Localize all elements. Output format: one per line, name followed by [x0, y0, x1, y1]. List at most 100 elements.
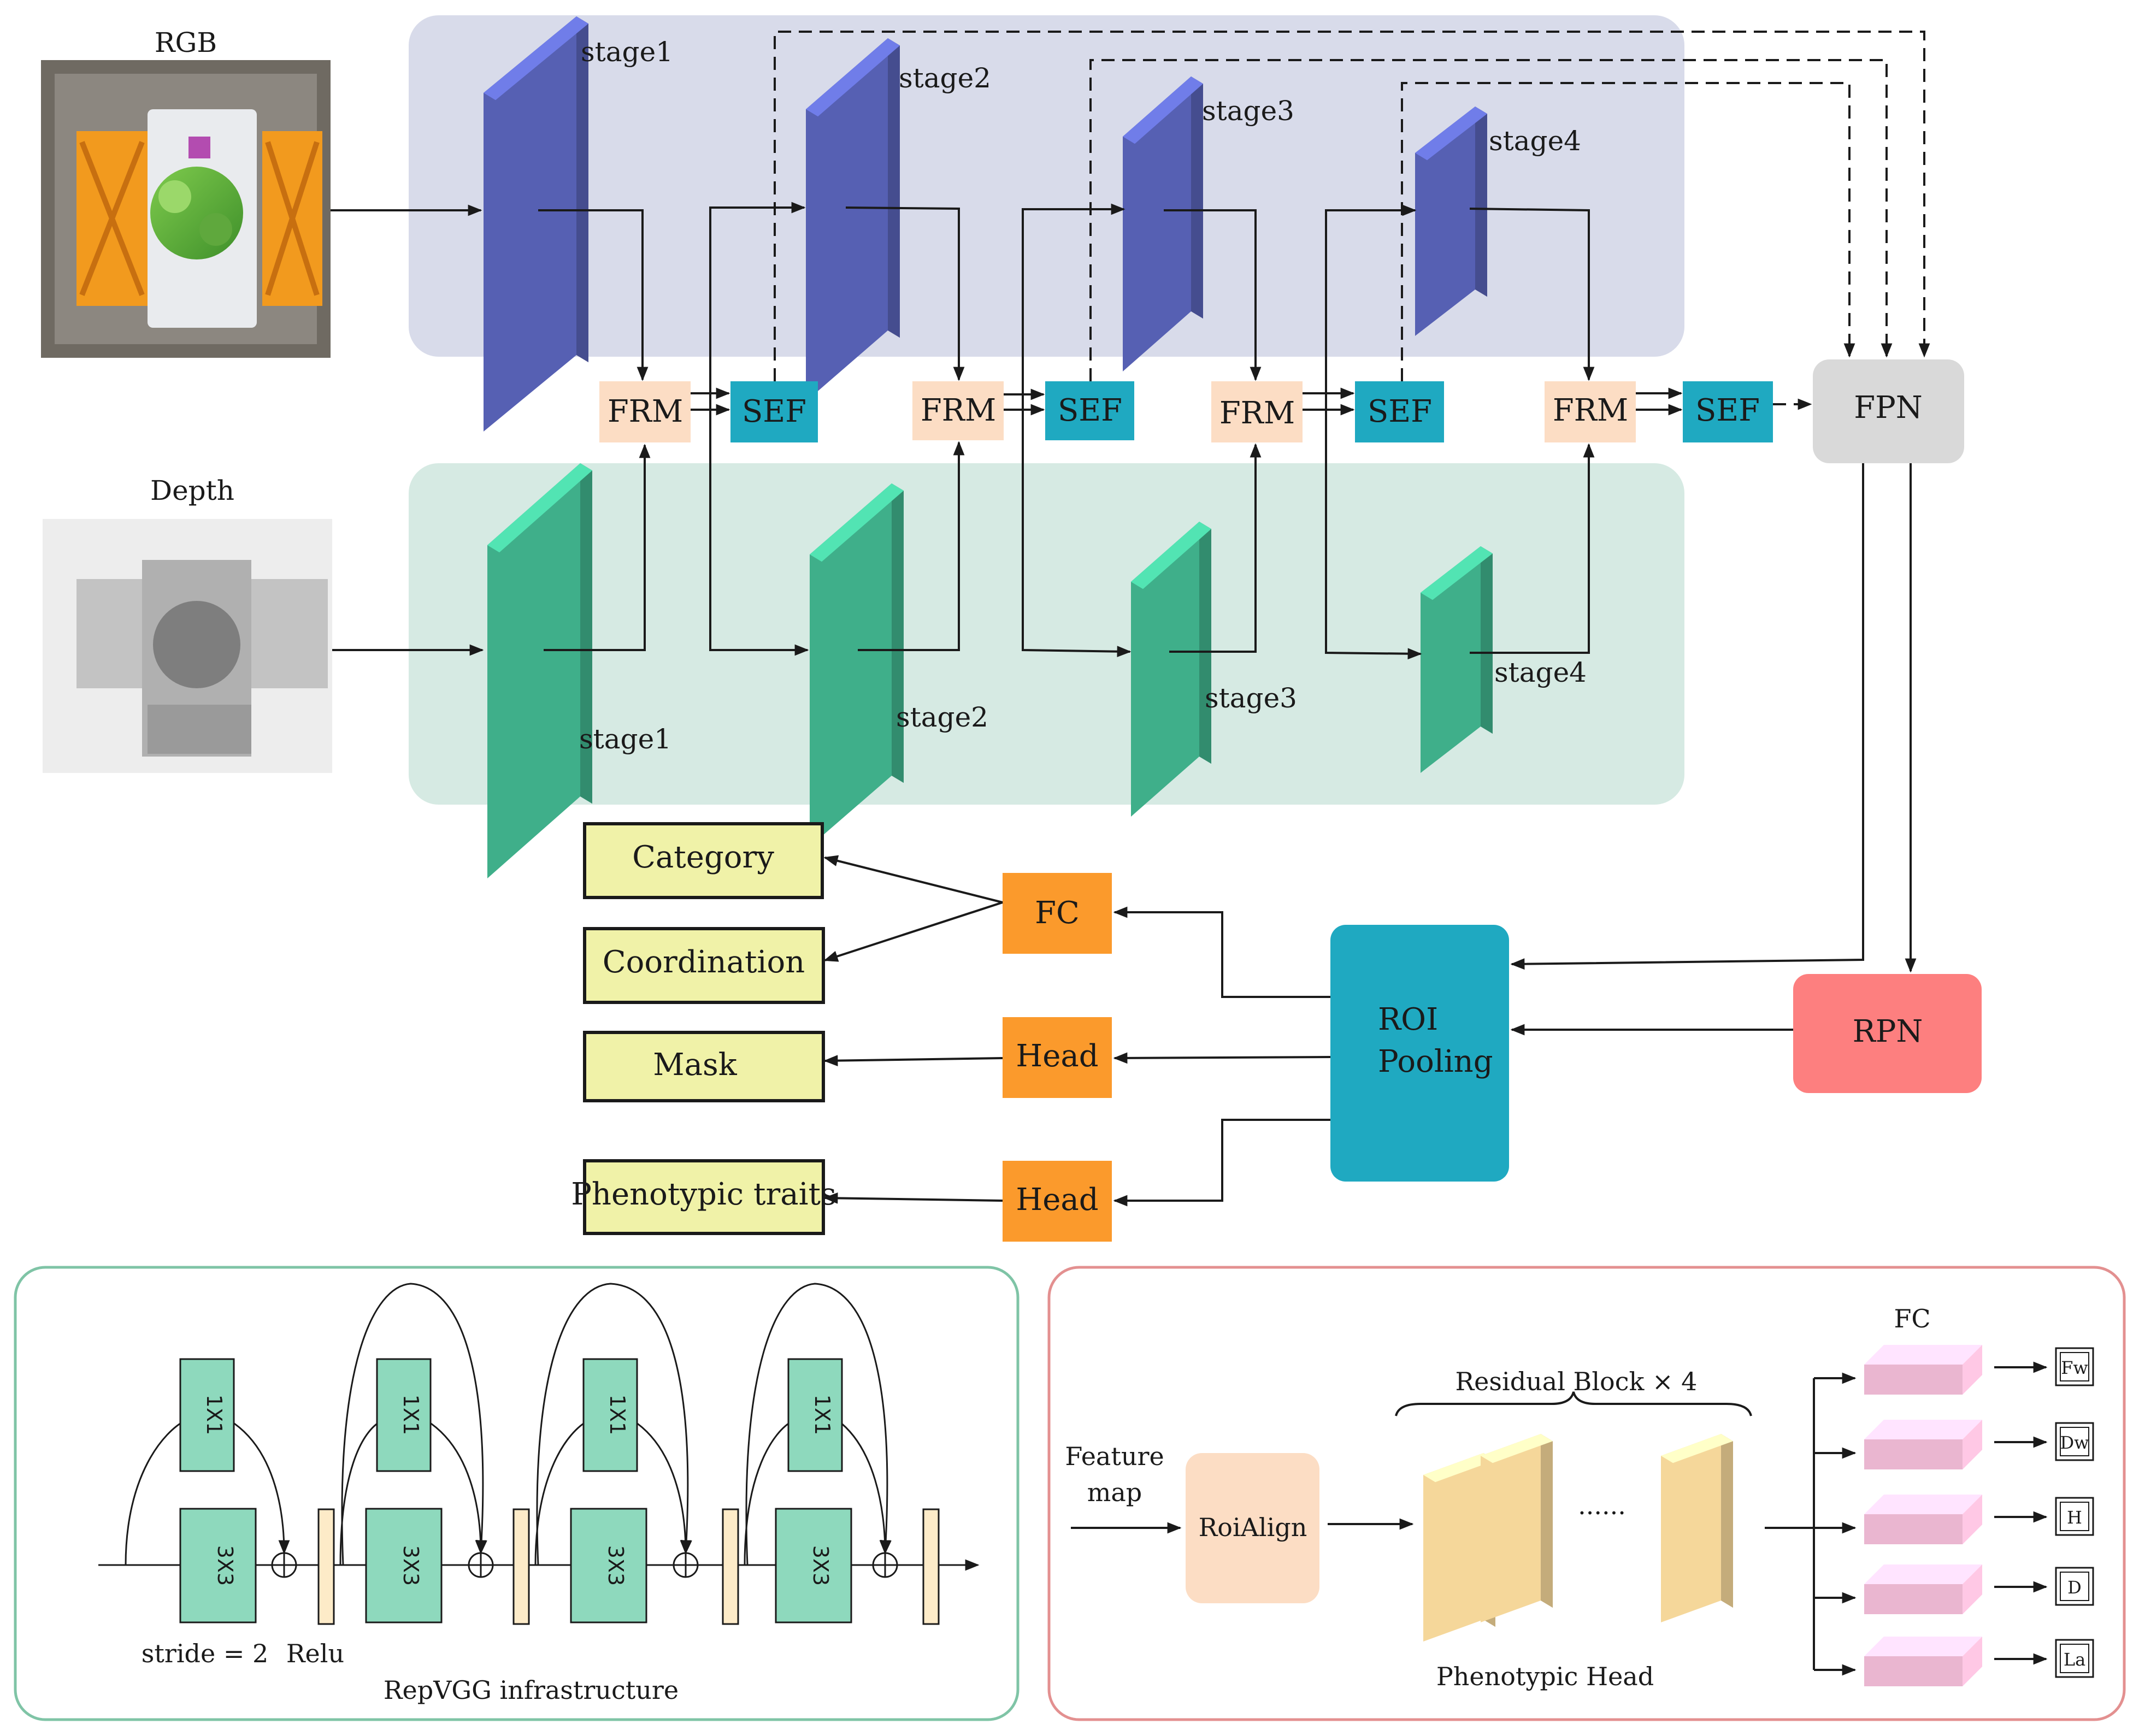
trait-box	[2055, 1422, 2094, 1461]
identity-branch	[536, 1283, 692, 1566]
fpn-block: FPN	[1813, 359, 1964, 463]
repvgg-title: RepVGG infrastructure	[384, 1675, 679, 1705]
rgb-stage1-label: stage1	[581, 36, 673, 68]
svg-text:FRM: FRM	[1219, 395, 1295, 431]
frm-block-1: FRM	[599, 381, 691, 442]
svg-text:FC: FC	[1035, 895, 1080, 931]
conv-3x3-block: 3X3	[570, 1508, 647, 1623]
fc-layer-bar	[1864, 1495, 1982, 1544]
depth-input-image	[43, 519, 332, 773]
trait-output-la: La	[1814, 1637, 2094, 1686]
output-mask: Mask	[583, 1031, 825, 1102]
relu-bar	[317, 1508, 335, 1625]
feature-map-label-line2: map	[1087, 1478, 1142, 1507]
trait-label: La	[2064, 1649, 2085, 1670]
svg-text:SEF: SEF	[1695, 393, 1760, 428]
add-node-icon	[468, 1552, 494, 1578]
sef-block-1: SEF	[730, 381, 818, 442]
trait-box	[2055, 1497, 2094, 1536]
trait-box	[2055, 1639, 2094, 1678]
residual-block-3	[1661, 1434, 1733, 1622]
frm-block-2: FRM	[912, 381, 1004, 440]
relu-label: Relu	[286, 1639, 344, 1668]
identity-branch	[341, 1283, 487, 1566]
rgb-stage4-block	[1415, 107, 1487, 336]
svg-text:SEF: SEF	[1368, 394, 1432, 429]
depth-stage3-block	[1131, 522, 1211, 817]
depth-stage4-label: stage4	[1494, 657, 1587, 688]
trait-label: Dw	[2060, 1432, 2089, 1453]
add-node-icon	[872, 1552, 898, 1578]
fc-block: FC	[1003, 873, 1112, 954]
svg-text:1X1: 1X1	[810, 1395, 834, 1435]
trait-box	[2055, 1347, 2094, 1386]
phenotypic-head-title: Phenotypic Head	[1436, 1662, 1654, 1691]
svg-text:RoiAlign: RoiAlign	[1199, 1513, 1307, 1542]
svg-text:Head: Head	[1016, 1038, 1098, 1074]
output-category: Category	[583, 822, 824, 899]
relu-bar	[722, 1508, 739, 1625]
rpn-block: RPN	[1793, 974, 1982, 1093]
identity-branch	[745, 1283, 892, 1566]
residual-blocks	[1423, 1434, 1733, 1641]
branch-1x1-out	[632, 1419, 692, 1555]
trait-output-d: D	[1814, 1564, 2094, 1614]
trait-label: D	[2067, 1577, 2082, 1598]
residual-block-label: Residual Block × 4	[1456, 1367, 1698, 1396]
svg-text:SEF: SEF	[1058, 393, 1122, 428]
add-node-icon	[271, 1552, 297, 1578]
roi-pooling-block: ROI Pooling	[1330, 925, 1509, 1182]
svg-text:Coordination: Coordination	[603, 944, 805, 980]
output-phenotypic-traits: Phenotypic traits	[571, 1159, 836, 1235]
svg-text:3X3: 3X3	[213, 1545, 237, 1586]
depth-stage1-block	[487, 463, 592, 878]
sef-block-4: SEF	[1683, 381, 1773, 442]
svg-text:3X3: 3X3	[809, 1545, 833, 1586]
svg-text:SEF: SEF	[742, 394, 806, 429]
conv-3x3-block: 3X3	[365, 1508, 443, 1623]
branch-1x1-out	[426, 1419, 487, 1555]
depth-stage4-block	[1421, 546, 1493, 773]
branch-1x1-out	[229, 1419, 290, 1555]
branch-1x1-in	[125, 1419, 186, 1566]
repvgg-unit-2: 1X1 3X3	[339, 1283, 530, 1625]
branch-1x1-out	[837, 1419, 891, 1555]
frm-block-4: FRM	[1545, 381, 1636, 442]
rgb-encoder-stages	[484, 16, 1487, 432]
svg-text:FRM: FRM	[608, 394, 683, 429]
pheno-fc-label: FC	[1894, 1304, 1930, 1333]
encoder-arrows	[331, 202, 1683, 660]
residual-brace	[1395, 1391, 1752, 1416]
phenotypic-head-block: Head	[1003, 1161, 1112, 1242]
depth-label: Depth	[150, 475, 234, 506]
svg-text:1X1: 1X1	[399, 1395, 423, 1435]
svg-text:Mask: Mask	[653, 1047, 737, 1083]
sef-to-fpn-dashed	[774, 31, 1930, 410]
feature-map-label-line1: Feature	[1065, 1442, 1164, 1471]
relu-bar	[512, 1508, 530, 1625]
add-node-icon	[673, 1552, 699, 1578]
depth-stage1-label: stage1	[579, 723, 671, 755]
output-coordination: Coordination	[583, 927, 825, 1004]
rgb-label: RGB	[155, 27, 217, 58]
svg-text:FRM: FRM	[1553, 393, 1628, 428]
depth-encoder-stages	[487, 463, 1493, 878]
svg-text:Category: Category	[632, 840, 774, 875]
fc-layer-bar	[1864, 1637, 1982, 1686]
svg-text:3X3: 3X3	[399, 1545, 423, 1586]
svg-text:3X3: 3X3	[604, 1545, 628, 1586]
residual-block-2	[1481, 1434, 1553, 1622]
repvgg-panel	[14, 1266, 1020, 1721]
trait-label: Fw	[2061, 1357, 2088, 1378]
repvgg-unit-4: 1X1 3X3	[744, 1283, 940, 1625]
conv-3x3-block: 3X3	[179, 1508, 257, 1623]
svg-text:ROI: ROI	[1378, 1002, 1438, 1037]
svg-text:Phenotypic traits: Phenotypic traits	[571, 1177, 836, 1212]
rgb-input-image	[41, 60, 331, 358]
rgb-stage2-label: stage2	[899, 62, 991, 94]
relu-bar	[922, 1508, 940, 1625]
frm-block-3: FRM	[1211, 381, 1303, 442]
pheno-head-arrows	[1071, 1378, 1815, 1670]
